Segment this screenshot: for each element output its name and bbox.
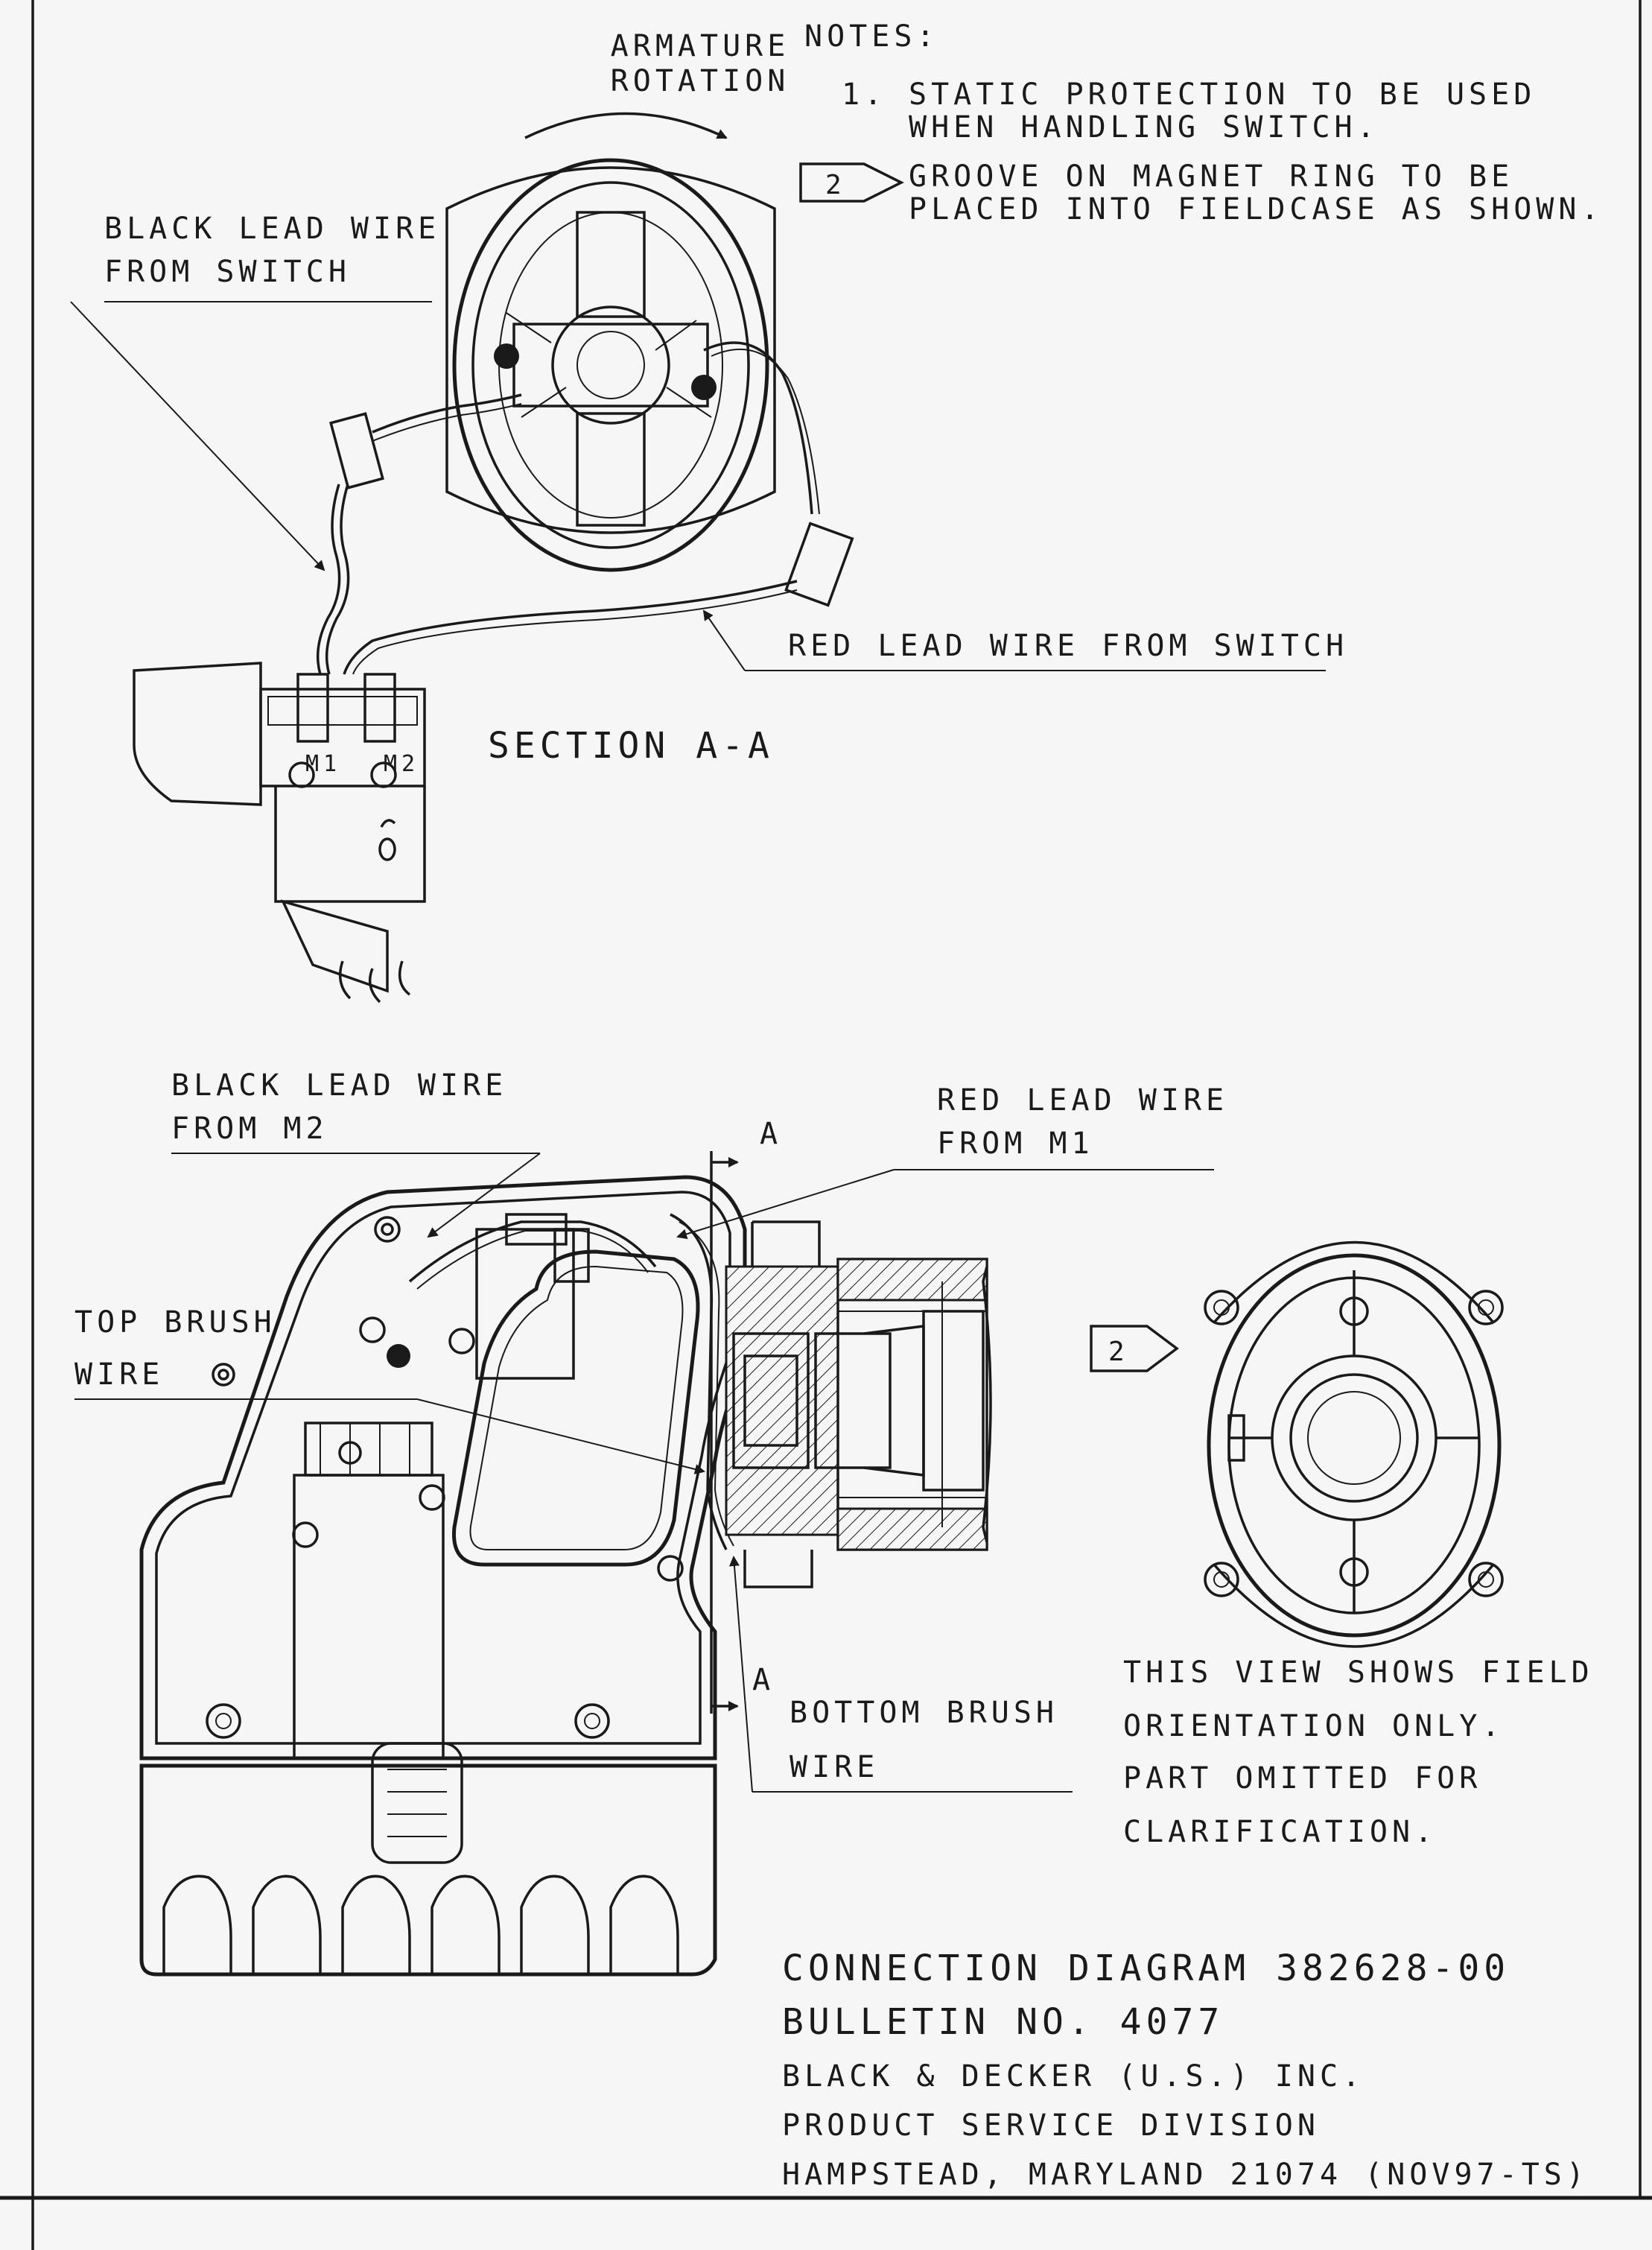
black-lead-from-switch-label: BLACK LEAD WIRE FROM SWITCH (70, 212, 440, 571)
bottom-brush-line-2: WIRE (790, 1750, 879, 1784)
red-lead-from-m1-label: RED LEAD WIRE FROM M1 (676, 1083, 1228, 1240)
title-block: CONNECTION DIAGRAM 382628-00 BULLETIN NO… (782, 1948, 1589, 2192)
field-orientation-view: 2 (1090, 1240, 1504, 1648)
note-2-line-2: PLACED INTO FIELDCASE AS SHOWN. (909, 192, 1604, 226)
note-2-line-1: GROOVE ON MAGNET RING TO BE (909, 159, 1513, 194)
note-1-line-1: STATIC PROTECTION TO BE USED (909, 77, 1536, 112)
section-a-bottom-letter: A (752, 1663, 775, 1697)
notes-title: NOTES: (804, 19, 939, 54)
red-lead-from-switch-label: RED LEAD WIRE FROM SWITCH (702, 609, 1348, 671)
red-lead-switch-text: RED LEAD WIRE FROM SWITCH (788, 629, 1348, 663)
black-lead-m2-line-2: FROM M2 (171, 1112, 328, 1146)
top-brush-line-1: TOP BRUSH (74, 1305, 276, 1340)
title-block-line-1: CONNECTION DIAGRAM 382628-00 (782, 1948, 1510, 1989)
title-block-line-4: PRODUCT SERVICE DIVISION (782, 2108, 1320, 2143)
armature-line-1: ARMATURE (611, 29, 790, 63)
black-lead-from-m2-label: BLACK LEAD WIRE FROM M2 (171, 1068, 541, 1238)
rotation-arrow-icon (524, 112, 728, 139)
field-view-note: THIS VIEW SHOWS FIELD ORIENTATION ONLY. … (1123, 1655, 1594, 1849)
red-lead-m1-line-1: RED LEAD WIRE (937, 1083, 1228, 1118)
notes-block: NOTES: 1. STATIC PROTECTION TO BE USED W… (799, 19, 1604, 226)
note-2-flag-icon: 2 (799, 162, 904, 203)
drill-assembly (139, 1151, 992, 1977)
field-view-line-1: THIS VIEW SHOWS FIELD (1123, 1655, 1594, 1690)
field-view-line-2: ORIENTATION ONLY. (1123, 1709, 1504, 1743)
black-lead-switch-line-2: FROM SWITCH (104, 255, 351, 289)
armature-line-2: ROTATION (611, 64, 790, 98)
terminal-m2: M2 (384, 751, 419, 777)
terminal-m1: M1 (305, 751, 341, 777)
note-1-number: 1. (842, 77, 886, 112)
field-view-line-3: PART OMITTED FOR (1123, 1761, 1481, 1796)
field-view-line-4: CLARIFICATION. (1123, 1815, 1437, 1849)
section-mark-a-top: A (760, 1117, 782, 1151)
bottom-brush-line-1: BOTTOM BRUSH (790, 1696, 1058, 1730)
black-lead-m2-line-1: BLACK LEAD WIRE (171, 1068, 507, 1103)
note-1-line-2: WHEN HANDLING SWITCH. (909, 110, 1379, 145)
switch-section: M1 M2 (133, 662, 426, 1004)
field-note-flag-number: 2 (1108, 1337, 1129, 1367)
section-mark-a-bottom: A (752, 1663, 775, 1697)
top-brush-line-2: WIRE (74, 1357, 164, 1392)
title-block-line-3: BLACK & DECKER (U.S.) INC. (782, 2059, 1365, 2094)
red-lead-m1-line-2: FROM M1 (937, 1126, 1094, 1161)
section-a-a-label: SECTION A-A (488, 725, 774, 767)
title-block-line-5: HAMPSTEAD, MARYLAND 21074 (NOV97-TS) (782, 2158, 1589, 2192)
top-view-wires (316, 341, 854, 675)
bottom-brush-wire-label: BOTTOM BRUSH WIRE (728, 1556, 1073, 1793)
section-a-top-letter: A (760, 1117, 782, 1151)
note-2-flag-number: 2 (825, 170, 846, 200)
field-note-flag-icon: 2 (1090, 1325, 1179, 1372)
black-lead-switch-line-1: BLACK LEAD WIRE (104, 212, 440, 246)
top-brush-wire-label: TOP BRUSH WIRE (74, 1305, 705, 1474)
motor-end-view (445, 158, 776, 572)
title-block-line-2: BULLETIN NO. 4077 (782, 2001, 1224, 2043)
armature-rotation-label: ARMATURE ROTATION (524, 29, 790, 139)
